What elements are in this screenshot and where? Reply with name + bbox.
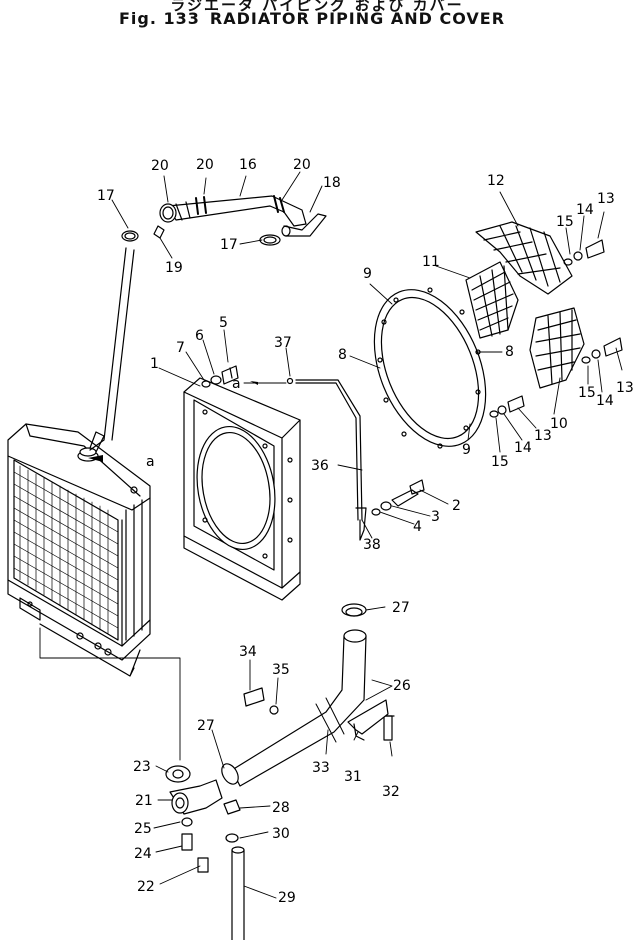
figure-title: Fig. 133 RADIATOR PIPING AND COVER — [0, 9, 634, 28]
upper-hose — [153, 195, 327, 246]
label-9: 9 — [363, 266, 372, 282]
label-14: 14 — [576, 202, 594, 218]
label-6: 6 — [195, 328, 204, 344]
label-27: 27 — [392, 600, 410, 616]
label-33: 33 — [312, 760, 330, 776]
label-13: 13 — [534, 428, 552, 444]
lower-piping — [165, 603, 389, 940]
ref-a: a — [146, 454, 155, 470]
label-23: 23 — [133, 759, 151, 775]
label-17: 17 — [97, 188, 115, 204]
label-11: 11 — [422, 254, 440, 270]
leader-lines — [111, 171, 623, 899]
figure-title-english: RADIATOR PIPING AND COVER — [209, 9, 506, 28]
label-1: 1 — [150, 356, 159, 372]
callout-labels: 20 20 16 20 18 17 19 17 12 15 14 13 11 9… — [97, 157, 634, 906]
label-13: 13 — [616, 380, 634, 396]
label-21: 21 — [135, 793, 153, 809]
label-20: 20 — [151, 158, 169, 174]
label-20: 20 — [293, 157, 311, 173]
label-17: 17 — [220, 237, 238, 253]
label-12: 12 — [487, 173, 505, 189]
label-3: 3 — [431, 509, 440, 525]
label-14: 14 — [596, 393, 614, 409]
label-30: 30 — [272, 826, 290, 842]
label-32: 32 — [382, 784, 400, 800]
overflow-pipe — [89, 230, 139, 451]
label-8: 8 — [338, 347, 347, 363]
label-14: 14 — [514, 440, 532, 456]
label-5: 5 — [219, 315, 228, 331]
label-36: 36 — [311, 458, 329, 474]
label-15: 15 — [578, 385, 596, 401]
label-27: 27 — [197, 718, 215, 734]
figure-number: Fig. 133 — [118, 9, 200, 28]
label-24: 24 — [134, 846, 152, 862]
fan-shroud — [183, 377, 301, 601]
label-9: 9 — [462, 442, 471, 458]
label-35: 35 — [272, 662, 290, 678]
label-29: 29 — [278, 890, 296, 906]
label-22: 22 — [137, 879, 155, 895]
label-38: 38 — [363, 537, 381, 553]
label-19: 19 — [165, 260, 183, 276]
label-7: 7 — [176, 340, 185, 356]
radiator — [7, 423, 181, 761]
label-25: 25 — [134, 821, 152, 837]
label-15: 15 — [556, 214, 574, 230]
label-31: 31 — [344, 769, 362, 785]
label-28: 28 — [272, 800, 290, 816]
label-15: 15 — [491, 454, 509, 470]
label-16: 16 — [239, 157, 257, 173]
label-37: 37 — [274, 335, 292, 351]
label-26: 26 — [393, 678, 411, 694]
label-4: 4 — [413, 519, 422, 535]
label-13: 13 — [597, 191, 615, 207]
label-34: 34 — [239, 644, 257, 660]
label-10: 10 — [550, 416, 568, 432]
shroud-ring — [373, 287, 487, 449]
ref-a: a — [232, 376, 241, 392]
label-18: 18 — [323, 175, 341, 191]
label-8: 8 — [505, 344, 514, 360]
label-2: 2 — [452, 498, 461, 514]
fan-guards — [465, 221, 585, 389]
figure-title-japanese: ラジエータ パイピング および カバー — [170, 0, 464, 14]
label-20: 20 — [196, 157, 214, 173]
